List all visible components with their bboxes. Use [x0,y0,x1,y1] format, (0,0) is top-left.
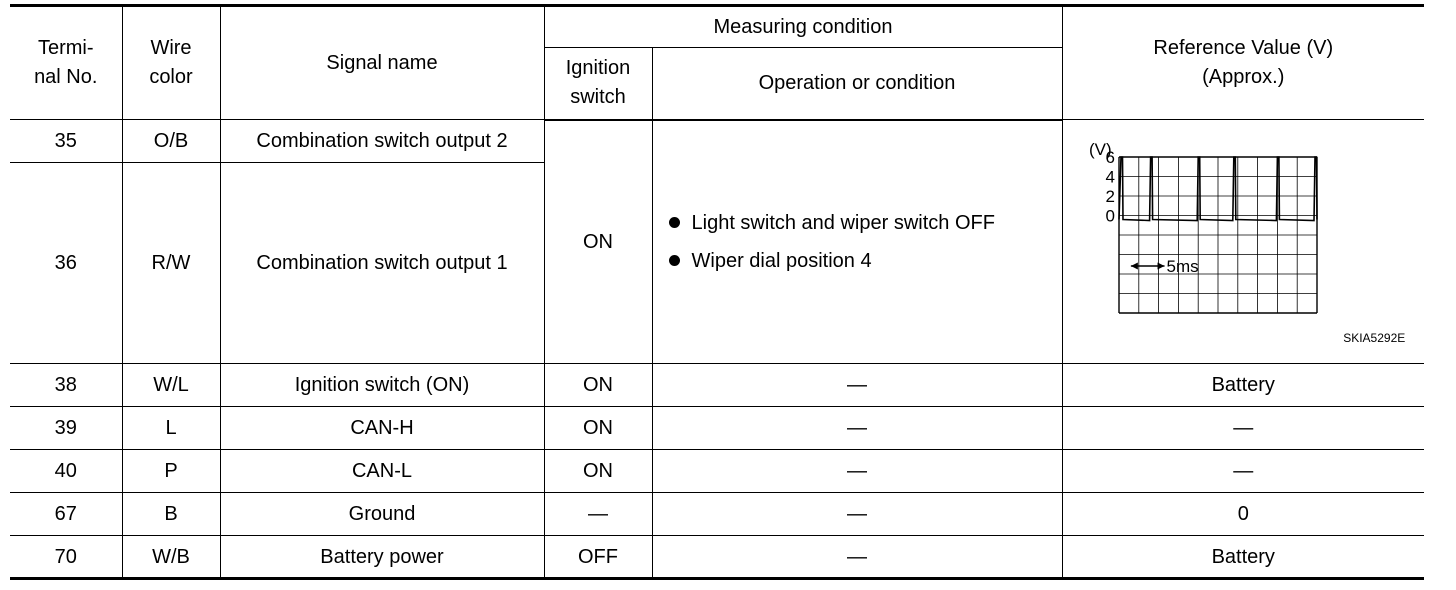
table-row: 70 W/B Battery power OFF — Battery [10,535,1424,580]
ignition-switch-merged: ON [543,119,653,364]
condition-item: Wiper dial position 4 [668,242,1062,280]
signal-name: Battery power [219,535,545,580]
signal-name: Ignition switch (ON) [219,363,545,407]
terminal-no: 36 [10,162,123,364]
table-row: 67 B Ground — — 0 [10,492,1424,536]
signal-name: CAN-L [219,449,545,493]
wire-color: B [121,492,221,536]
operation-condition: — [651,535,1063,580]
operation-condition: — [651,406,1063,450]
header-measuring-condition: Measuring condition [543,4,1063,48]
signal-name: Combination switch output 2 [219,119,545,163]
signal-name: CAN-H [219,406,545,450]
condition-item: Light switch and wiper switch OFF [668,204,1062,242]
header-reference-value: Reference Value (V) (Approx.) [1061,4,1424,120]
ignition-switch: OFF [543,535,653,580]
operation-condition-merged: Light switch and wiper switch OFF Wiper … [651,119,1063,364]
table-row: 39 L CAN-H ON — — [10,406,1424,450]
unit-label: (V) [1089,140,1112,159]
wire-color: P [121,449,221,493]
ignition-switch: ON [543,449,653,493]
time-scale-label: 5ms [1167,257,1199,276]
header-ignition-switch: Ignition switch [544,47,653,121]
ignition-switch: ON [543,363,653,407]
terminal-no: 67 [10,492,123,536]
table-row: 38 W/L Ignition switch (ON) ON — Battery [10,363,1424,407]
wire-color: L [121,406,221,450]
bullet-icon [668,217,680,229]
signal-name: Combination switch output 1 [219,162,544,364]
signal-name: Ground [219,492,545,536]
table-row: 36 R/W Combination switch output 1 [10,162,1424,364]
terminal-no: 40 [10,449,123,493]
figure-id: SKIA5292E [1343,330,1406,345]
wire-color: W/B [121,535,221,580]
time-scale-indicator: 5ms [1131,257,1199,276]
ignition-switch: — [543,492,653,536]
table-row: 35 O/B Combination switch output 2 ON Li… [10,119,1424,364]
waveform-trace [1118,155,1319,221]
oscilloscope-grid [1118,155,1318,314]
header-operation-condition: Operation or condition [651,47,1062,121]
wire-color: W/L [121,363,221,407]
operation-condition: — [651,492,1063,536]
terminal-no: 35 [10,119,123,163]
operation-condition: — [651,363,1063,407]
header-wire-color: Wire color [121,4,221,120]
reference-value: — [1061,449,1424,493]
y-tick-label: 2 [1106,187,1115,206]
condition-list: Light switch and wiper switch OFF Wiper … [653,204,1062,280]
header-terminal-no: Termi- nal No. [10,4,123,120]
reference-value: — [1061,406,1424,450]
header-signal-name: Signal name [219,4,545,120]
y-tick-label: 6 [1106,148,1115,167]
terminal-no: 70 [10,535,123,580]
table-row: 40 P CAN-L ON — — [10,449,1424,493]
arrow-head-icon [1157,262,1165,269]
reference-value: Battery [1061,363,1424,407]
reference-value: Battery [1061,535,1424,580]
operation-condition: — [651,449,1063,493]
wire-color: R/W [121,162,221,364]
y-tick-label: 0 [1106,206,1115,225]
arrow-head-icon [1131,262,1139,269]
ignition-switch: ON [543,406,653,450]
y-tick-label: 4 [1106,167,1115,186]
wire-color: O/B [121,119,221,163]
terminal-no: 39 [10,406,123,450]
bullet-icon [668,255,680,267]
reference-value: 0 [1061,492,1424,536]
terminal-no: 38 [10,363,123,407]
terminal-spec-table: Termi- nal No. Wire color Signal name Me… [10,4,1424,580]
